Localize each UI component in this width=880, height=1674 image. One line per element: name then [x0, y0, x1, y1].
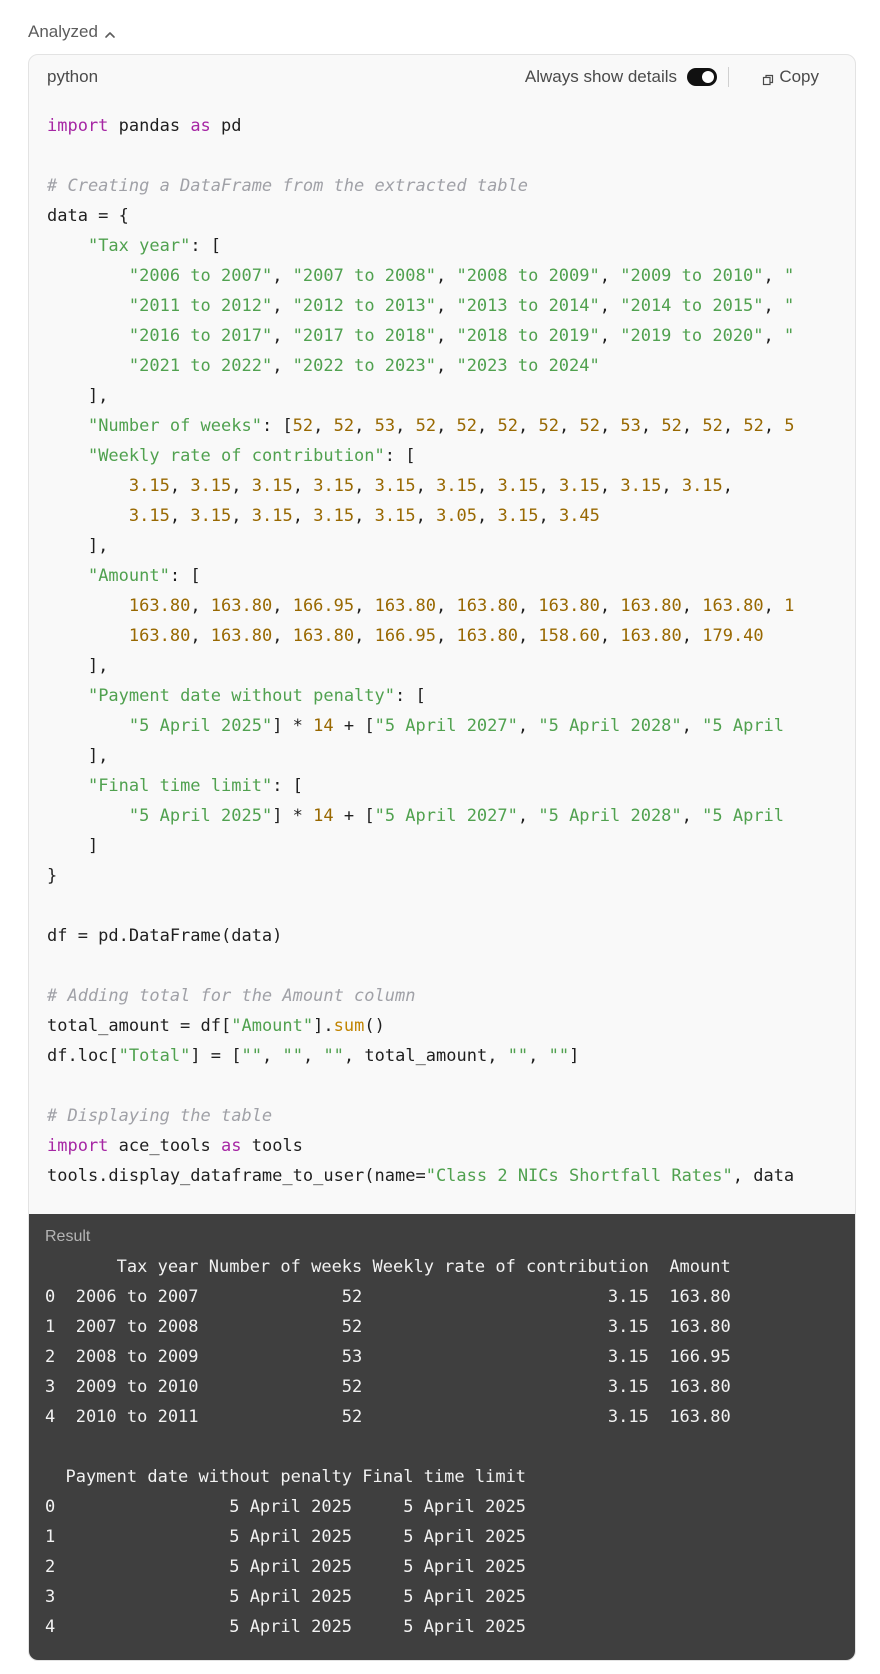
code-line: "Amount": [: [87, 566, 201, 586]
code-line: 3.15, 3.15, 3.15, 3.15, 3.15, 3.05, 3.15…: [128, 506, 600, 526]
code-line: [47, 951, 855, 981]
code-line: tools.display_dataframe_to_user(name="Cl…: [47, 1166, 795, 1186]
code-line: ]: [47, 836, 99, 856]
code-content: import pandas as pd # Creating a DataFram…: [47, 111, 855, 1191]
code-line: 3.15, 3.15, 3.15, 3.15, 3.15, 3.15, 3.15…: [128, 476, 734, 496]
code-line: ],: [47, 536, 109, 556]
code-line: ],: [47, 746, 109, 766]
code-line: ],: [47, 386, 109, 406]
code-line: "Payment date without penalty": [: [87, 686, 426, 706]
code-line: [47, 141, 855, 171]
code-line: # Creating a DataFrame from the extracte…: [47, 176, 529, 196]
code-line: # Displaying the table: [47, 1106, 273, 1126]
result-panel: Result Tax year Number of weeks Weekly r…: [29, 1214, 855, 1660]
header-divider: [728, 67, 729, 87]
code-line: ],: [47, 656, 109, 676]
copy-icon: [762, 71, 774, 86]
code-line: data = {: [47, 206, 129, 226]
copy-button[interactable]: Copy: [762, 67, 819, 87]
analyzed-label: Analyzed: [28, 22, 98, 41]
code-line: "2021 to 2022", "2022 to 2023", "2023 to…: [128, 356, 600, 376]
code-line: 163.80, 163.80, 166.95, 163.80, 163.80, …: [128, 596, 795, 616]
code-line: [47, 891, 855, 921]
code-line: }: [47, 866, 58, 886]
code-line: "Tax year": [: [87, 236, 222, 256]
code-line: "5 April 2025"] * 14 + ["5 April 2027", …: [128, 716, 785, 736]
code-line: total_amount = df["Amount"].sum(): [47, 1016, 385, 1036]
code-language-label: python: [47, 67, 99, 86]
always-show-details-toggle[interactable]: [687, 68, 717, 86]
code-line: "5 April 2025"] * 14 + ["5 April 2027", …: [128, 806, 785, 826]
result-label: Result: [45, 1228, 91, 1245]
code-line: "2006 to 2007", "2007 to 2008", "2008 to…: [128, 266, 795, 286]
chevron-up-icon: [104, 26, 116, 38]
code-block-card: python Always show details Copy import p…: [28, 54, 856, 1661]
code-line: "2011 to 2012", "2012 to 2013", "2013 to…: [128, 296, 795, 316]
code-line: "Number of weeks": [52, 52, 53, 52, 52, …: [87, 416, 795, 436]
code-line: [47, 1071, 855, 1101]
code-block-header: python Always show details Copy: [29, 55, 855, 101]
code-line: "2016 to 2017", "2017 to 2018", "2018 to…: [128, 326, 795, 346]
code-line: 163.80, 163.80, 163.80, 166.95, 163.80, …: [128, 626, 764, 646]
copy-label: Copy: [779, 67, 819, 86]
always-show-details-label: Always show details: [524, 67, 677, 86]
code-line: import ace_tools as tools: [47, 1136, 303, 1156]
result-output: Tax year Number of weeks Weekly rate of …: [45, 1257, 731, 1637]
analyzed-toggle[interactable]: Analyzed: [28, 20, 116, 44]
always-show-details: Always show details: [525, 67, 717, 87]
code-line: # Adding total for the Amount column: [47, 986, 416, 1006]
code-line: import pandas as pd: [47, 116, 242, 136]
code-line: df.loc["Total"] = ["", "", "", total_amo…: [47, 1046, 580, 1066]
code-line: "Final time limit": [: [87, 776, 303, 796]
code-line: df = pd.DataFrame(data): [47, 926, 283, 946]
code-line: "Weekly rate of contribution": [: [87, 446, 416, 466]
